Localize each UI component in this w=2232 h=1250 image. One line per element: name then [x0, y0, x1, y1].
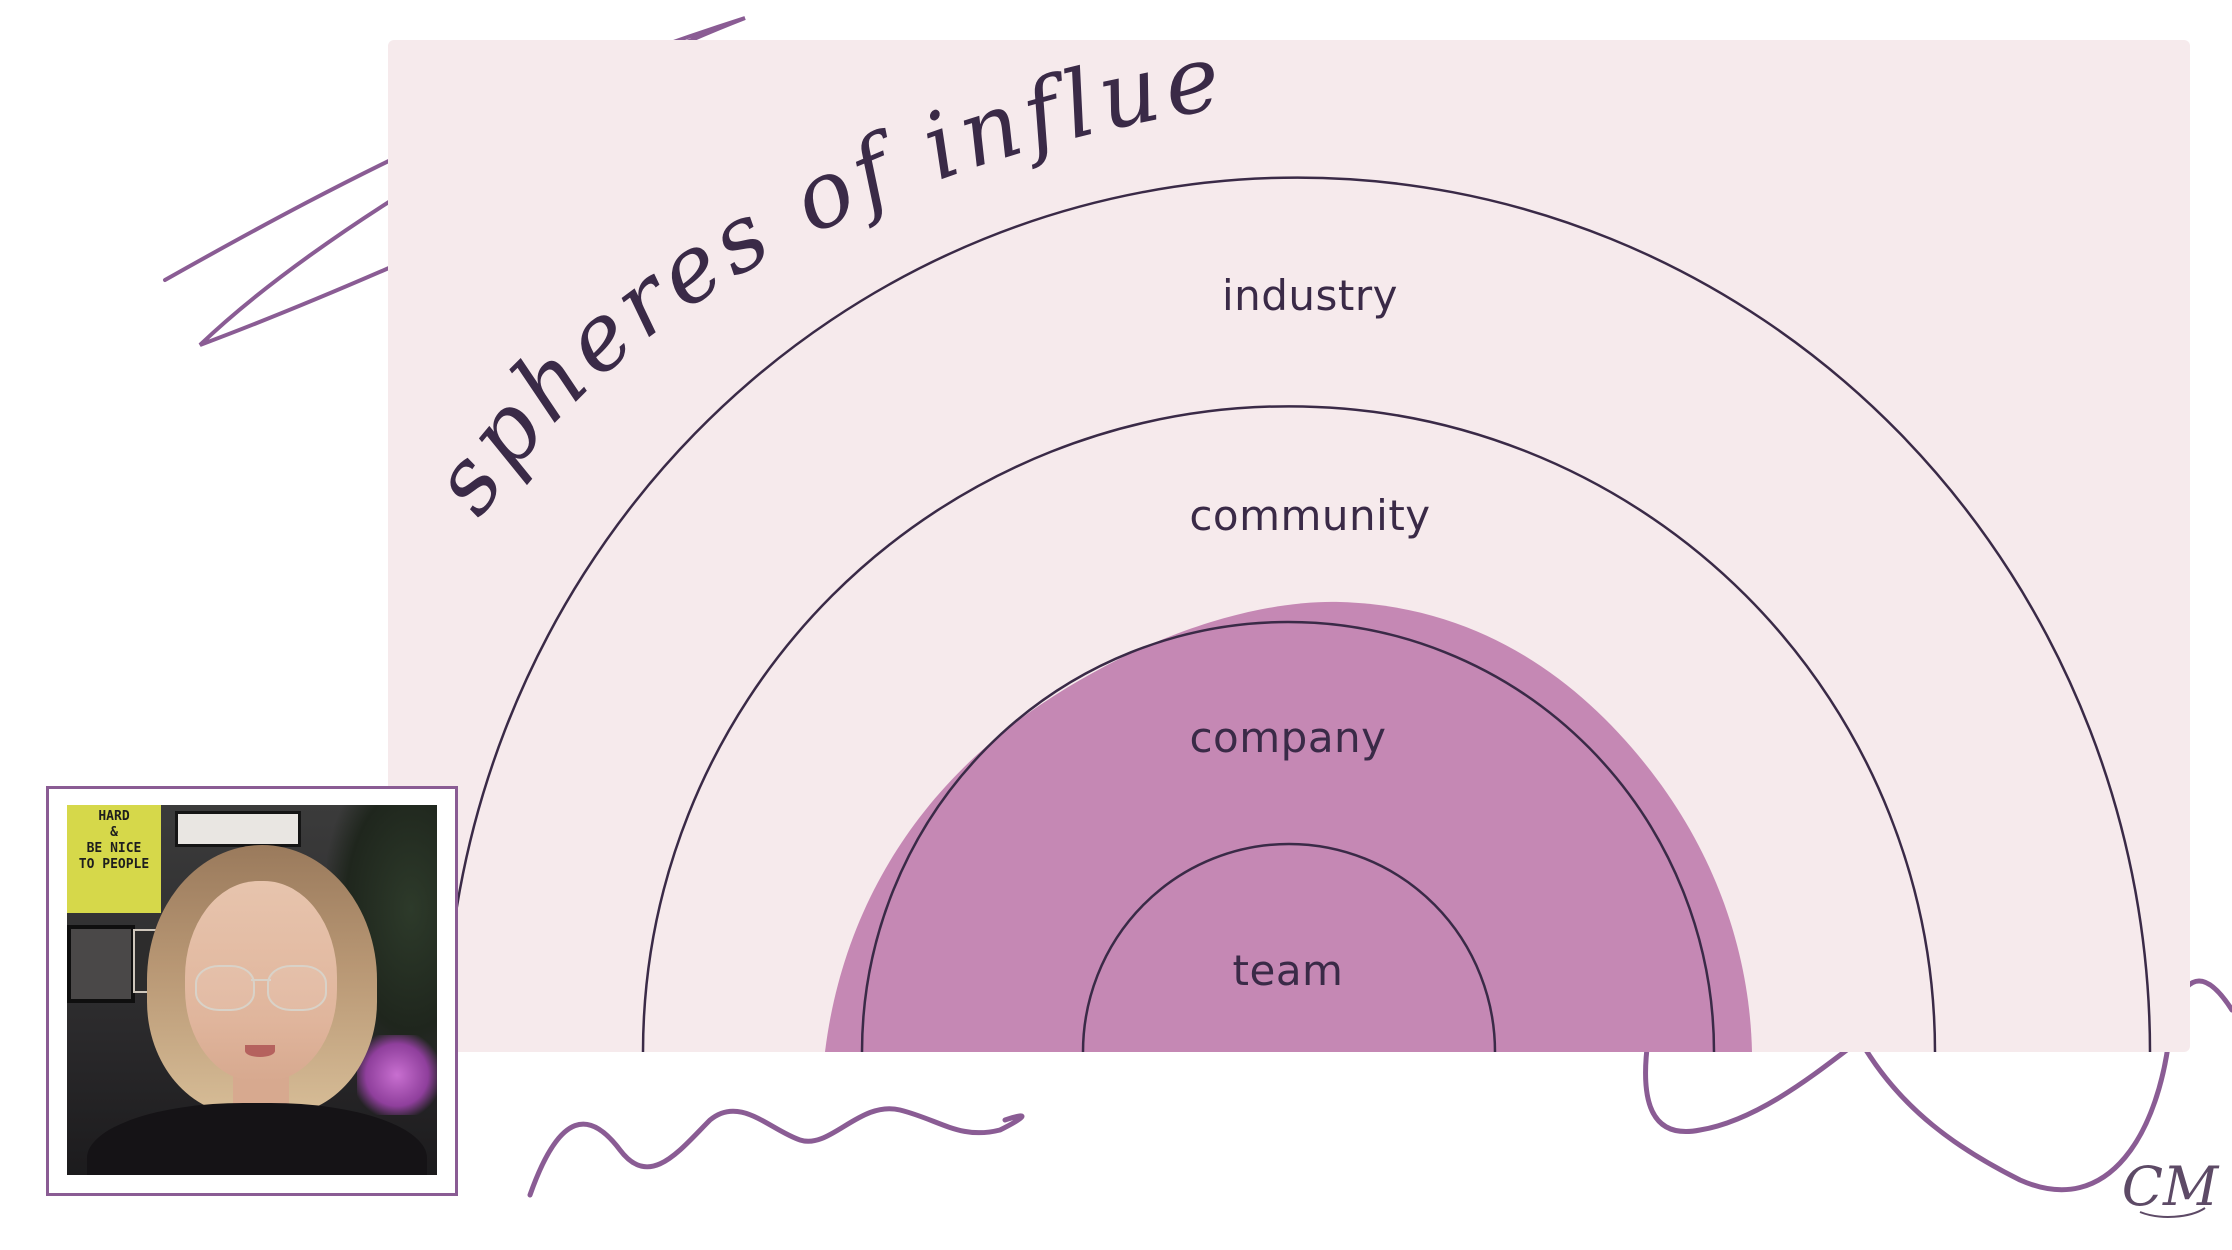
- ring-company: [860, 620, 1716, 1053]
- webcam-video: HARD & BE NICE TO PEOPLE: [67, 805, 437, 1175]
- rings: [443, 175, 2152, 1053]
- wall-poster: HARD & BE NICE TO PEOPLE: [67, 805, 161, 913]
- poster-line-3: BE NICE: [86, 841, 142, 856]
- scribble-bottom-wave: [527, 1106, 1025, 1198]
- slide-panel: [388, 40, 2190, 1052]
- wall-frame: [175, 811, 301, 847]
- ring-industry: [443, 175, 2152, 1053]
- poster-line-2: &: [110, 825, 118, 840]
- webcam-inset: HARD & BE NICE TO PEOPLE: [46, 786, 458, 1196]
- ring-team: [1081, 842, 1497, 1053]
- ring-label-community: community: [1189, 491, 1430, 540]
- monogram-underline: [2139, 1207, 2206, 1218]
- company-blob: [825, 601, 1752, 1052]
- poster-line-4: TO PEOPLE: [78, 857, 150, 872]
- wall-frame: [67, 925, 135, 1003]
- presenter-mouth: [245, 1045, 275, 1057]
- brand-monogram: CM: [2122, 1155, 2220, 1218]
- ring-label-team: team: [1233, 946, 1344, 995]
- pink-lamp: [357, 1035, 437, 1115]
- ring-label-industry: industry: [1222, 271, 1398, 320]
- ring-label-company: company: [1189, 713, 1386, 762]
- ring-community: [641, 404, 1937, 1053]
- glasses-icon: [195, 965, 327, 1011]
- poster-line-1: HARD: [98, 809, 130, 824]
- presenter-shirt: [87, 1103, 427, 1175]
